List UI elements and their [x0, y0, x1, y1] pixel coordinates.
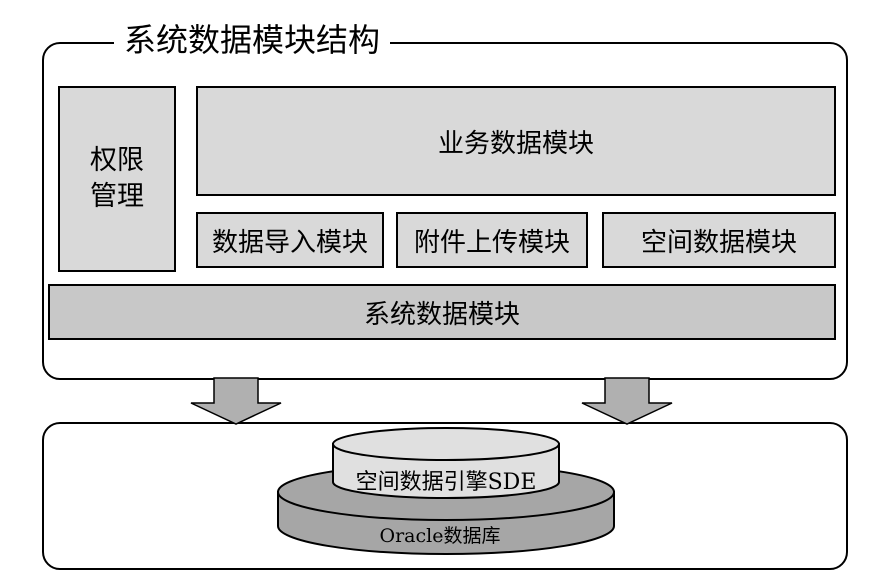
- sde-engine-cylinder: [332, 427, 560, 499]
- oracle-database-label: Oracle数据库: [380, 525, 501, 547]
- system-data-module: 系统数据模块: [48, 284, 836, 340]
- data-import-module: 数据导入模块: [196, 212, 384, 268]
- frame-title: 系统数据模块结构: [114, 18, 391, 62]
- business-data-module: 业务数据模块: [196, 86, 836, 196]
- permission-label-line1: 权限: [90, 145, 144, 176]
- sde-engine-label: 空间数据引擎SDE: [356, 470, 537, 495]
- attachment-upload-module: 附件上传模块: [396, 212, 588, 268]
- down-arrow-left: [190, 377, 282, 425]
- permission-management-module: 权限 管理: [58, 86, 176, 272]
- down-arrow-right: [581, 377, 673, 425]
- permission-label-line2: 管理: [90, 181, 144, 212]
- spatial-data-module: 空间数据模块: [602, 212, 836, 268]
